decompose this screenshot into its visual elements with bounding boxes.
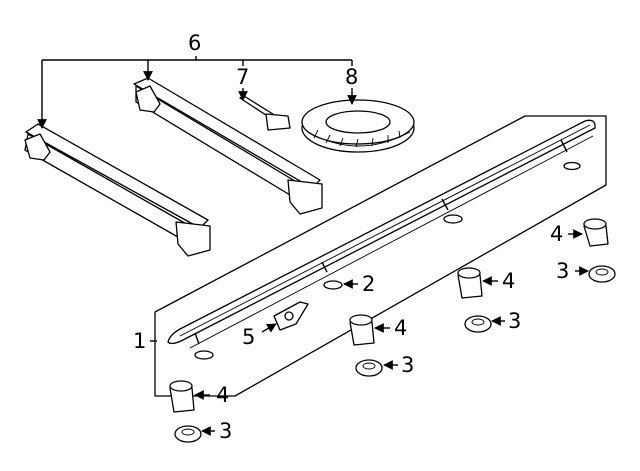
callout-7: 7 [236,65,249,89]
grommet-b [457,267,483,299]
callout-3-c: 3 [401,353,414,377]
callout-4-c: 4 [394,316,407,340]
callout-4-a: 4 [550,222,563,246]
callout-1: 1 [133,329,146,353]
grommet-d [169,380,195,413]
roof-rail [167,119,596,360]
callout-3-d: 3 [219,419,232,443]
washer [323,280,343,290]
callout-6: 6 [188,31,201,55]
nut-d [174,425,202,443]
nut-c [355,359,383,377]
callout-3-b: 3 [508,309,521,333]
callout-8: 8 [345,65,358,89]
grommet-a [583,218,609,247]
callout-2: 2 [362,272,375,296]
lock-key [239,95,291,131]
callout-4-b: 4 [502,269,515,293]
lock-ring [301,99,415,153]
nut-b [464,315,492,333]
leader-lines [37,56,589,436]
clip [273,301,309,331]
callout-5: 5 [242,325,255,349]
callout-3-a: 3 [556,259,569,283]
grommet-c [349,314,375,346]
callout-4-d: 4 [216,383,229,407]
nut-a [588,265,616,283]
crossbar-rear [133,77,323,215]
crossbar-front [24,123,211,257]
rail-panel [154,115,607,397]
